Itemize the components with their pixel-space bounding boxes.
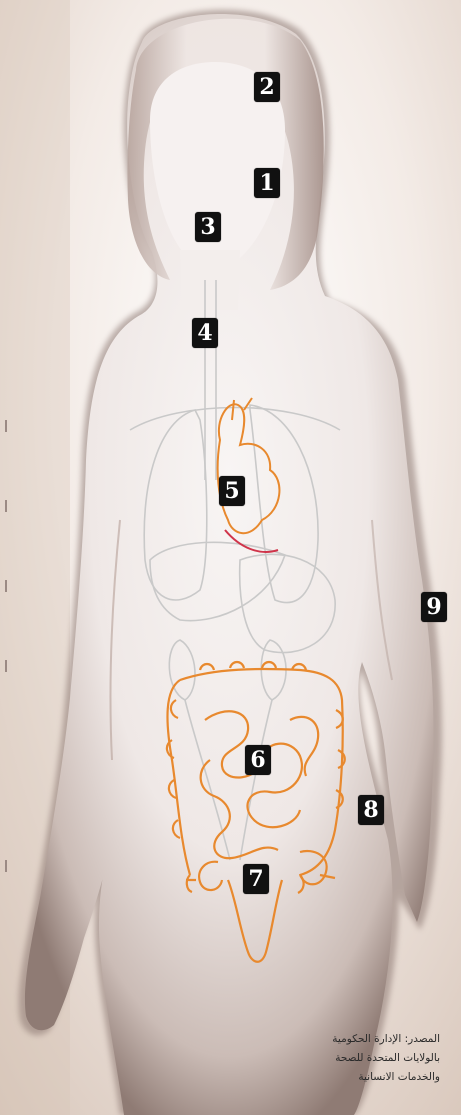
marker-8: 8 [358, 795, 384, 825]
marker-2: 2 [254, 72, 280, 102]
marker-9: 9 [421, 592, 447, 622]
source-credit: المصدر: الإدارة الحكومية بالولايات المتح… [262, 1030, 440, 1087]
marker-7: 7 [243, 864, 269, 894]
marker-4: 4 [192, 318, 218, 348]
source-credit-line-3: والخدمات الانسانية [262, 1068, 440, 1087]
source-credit-line-2: بالولايات المتحدة للصحة [262, 1049, 440, 1068]
source-credit-line-1: المصدر: الإدارة الحكومية [262, 1030, 440, 1049]
marker-6: 6 [245, 745, 271, 775]
marker-3: 3 [195, 212, 221, 242]
marker-5: 5 [219, 476, 245, 506]
marker-1: 1 [254, 168, 280, 198]
